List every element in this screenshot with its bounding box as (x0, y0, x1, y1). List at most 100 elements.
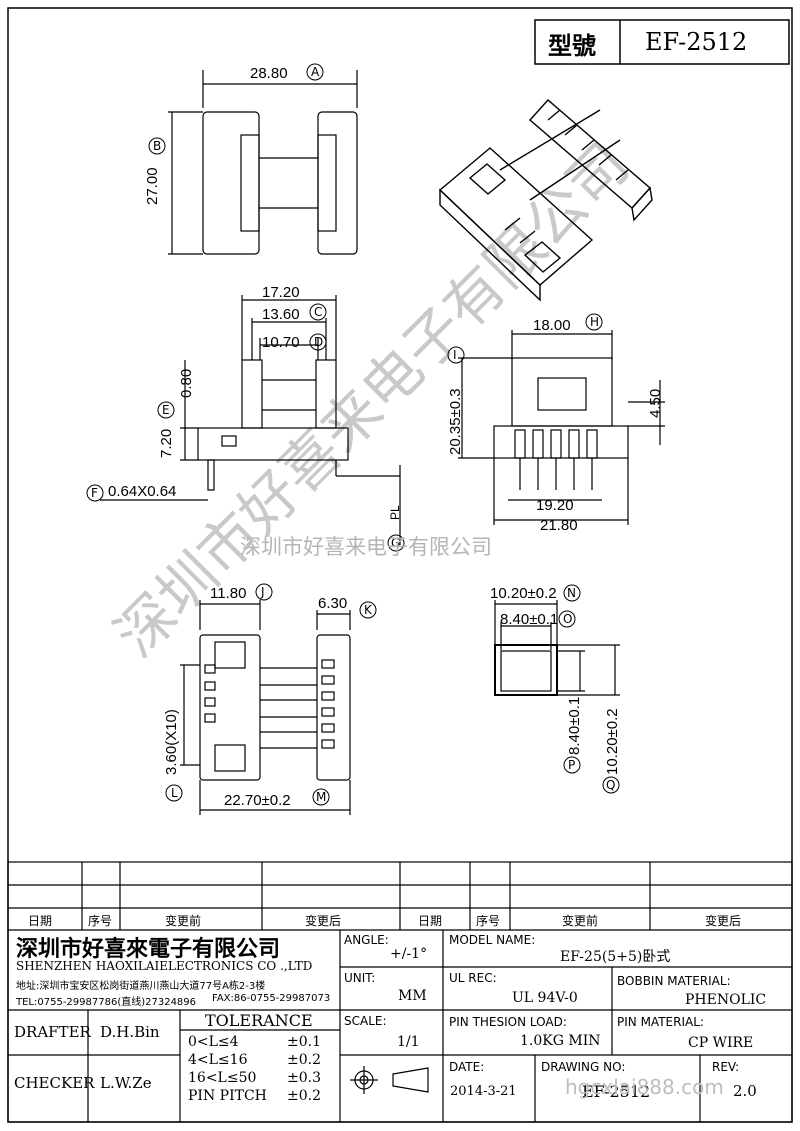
dim-bot2: 21.80 (540, 517, 578, 534)
dim-pl: PL (388, 505, 402, 520)
dim-c: 17.20 (262, 284, 300, 301)
tolerance-value-3: ±0.3 (287, 1070, 321, 1086)
circle-letter-p: P (568, 758, 576, 772)
isometric-view (438, 99, 653, 302)
unit-label: UNIT: (344, 971, 376, 985)
circle-letter-o: O (563, 612, 573, 626)
pin-material-value: CP WIRE (688, 1035, 754, 1051)
circle-letter-q: Q (606, 778, 616, 792)
dim-n: 10.20±0.2 (490, 585, 557, 602)
dim-i: 20.35±0.3 (447, 388, 464, 455)
side-view (458, 330, 665, 525)
tolerance-value-2: ±0.2 (287, 1052, 321, 1068)
dim-a: 28.80 (250, 65, 288, 82)
angle-label: ANGLE: (344, 933, 389, 947)
tolerance-range-4: PIN PITCH (188, 1088, 267, 1104)
drawing-no-label: DRAWING NO: (541, 1060, 626, 1074)
rev-header-seq-1: 序号 (88, 914, 113, 928)
top-view (168, 70, 358, 255)
dim-d: 10.70 (262, 334, 300, 351)
section-view (494, 600, 620, 696)
dim-k: 6.30 (318, 595, 348, 612)
date-value: 2014-3-21 (450, 1084, 517, 1099)
circle-letter-f: F (91, 486, 98, 500)
drafter-label: DRAFTER (14, 1023, 91, 1041)
pin-load-label: PIN THESION LOAD: (449, 1015, 567, 1029)
circle-letter-a: A (311, 65, 320, 79)
watermark-diagonal: 深圳市好喜来电子有限公司 (102, 130, 642, 670)
tolerance-range-3: 16<L≤50 (188, 1070, 257, 1086)
angle-value: +/-1° (390, 946, 428, 962)
reference-circles (86, 63, 620, 806)
drawing-no-value: EF-2512 (582, 1082, 651, 1101)
circle-letter-k: K (364, 603, 372, 617)
company-name-en: SHENZHEN HAOXILAIELECTRONICS CO .,LTD (16, 959, 313, 973)
circle-letter-n: N (567, 586, 576, 600)
watermark-center: 深圳市好喜来电子有限公司 (240, 535, 492, 559)
rev-header-before-1: 变更前 (165, 914, 202, 928)
circle-letter-d: D (314, 335, 324, 349)
tolerance-value-1: ±0.1 (287, 1034, 321, 1050)
dim-m: 22.70±0.2 (224, 792, 291, 809)
ul-rec-label: UL REC: (449, 971, 497, 985)
dim-i2: 4.50 (647, 388, 664, 418)
rev-value: 2.0 (733, 1082, 757, 1100)
company-name-cn: 深圳市好喜來電子有限公司 (16, 936, 281, 962)
rev-header-before-2: 变更前 (562, 914, 599, 928)
model-label: 型號 (548, 31, 596, 60)
model-value: EF-2512 (645, 28, 748, 56)
scale-label: SCALE: (344, 1014, 387, 1028)
dim-p: 8.40±0.1 (566, 696, 583, 755)
company-tel: TEL:0755-29987786(直线)27324896 (16, 997, 197, 1008)
model-name-value: EF-25(5+5)卧式 (560, 949, 671, 965)
header-box (534, 19, 790, 65)
rev-header-date-1: 日期 (28, 914, 53, 928)
table-grid (7, 861, 793, 1123)
dim-j: 11.80 (210, 585, 247, 602)
rev-header-after-2: 变更后 (705, 914, 742, 928)
dim-f: 0.64X0.64 (108, 483, 177, 500)
checker-label: CHECKER (14, 1074, 95, 1092)
circle-letter-b: B (153, 139, 162, 153)
company-address: 地址:深圳市宝安区松岗街道燕川燕山大道77号A栋2-3楼 (16, 981, 266, 992)
bobbin-material-label: BOBBIN MATERIAL: (617, 974, 731, 988)
tolerance-value-4: ±0.2 (287, 1088, 321, 1104)
tolerance-range-1: 0<L≤4 (188, 1034, 239, 1050)
dim-e2: 7.20 (158, 428, 175, 458)
rev-header-date-2: 日期 (418, 914, 443, 928)
circle-letter-h: H (590, 315, 600, 329)
circle-letter-e: E (162, 403, 170, 417)
tolerance-title: TOLERANCE (205, 1011, 313, 1030)
watermark-diagonal-text: 深圳市好喜来电子有限公司 (102, 130, 642, 670)
ul-rec-value: UL 94V-0 (512, 990, 578, 1006)
rev-header-after-1: 变更后 (305, 914, 342, 928)
model-name-label: MODEL NAME: (449, 933, 536, 947)
dim-e: 0.80 (178, 368, 195, 398)
scale-value: 1/1 (397, 1034, 420, 1050)
dim-h: 18.00 (533, 317, 571, 334)
dim-q: 10.20±0.2 (604, 708, 621, 775)
dim-c2: 13.60 (262, 306, 300, 323)
circle-letter-j: J (261, 585, 265, 599)
watermark-footer: hgcxlai888.com (565, 1075, 724, 1099)
dim-o: 8.40±0.1 (500, 611, 559, 628)
tolerance-range-2: 4<L≤16 (188, 1052, 248, 1068)
drafter-value: D.H.Bin (100, 1023, 160, 1041)
company-fax: FAX:86-0755-29987073 (212, 993, 331, 1004)
date-label: DATE: (449, 1060, 485, 1074)
pin-load-value: 1.0KG MIN (520, 1033, 601, 1049)
rev-header-seq-2: 序号 (476, 914, 501, 928)
circle-letter-m: M (316, 790, 327, 804)
checker-value: L.W.Ze (100, 1074, 152, 1092)
dim-b: 27.00 (144, 167, 161, 205)
circle-letter-g: G (391, 536, 401, 550)
front-view (100, 295, 401, 545)
circle-letter-c: C (314, 305, 323, 319)
unit-value: MM (398, 988, 427, 1004)
bobbin-material-value: PHENOLIC (685, 992, 767, 1008)
circle-letter-i: I (453, 348, 457, 362)
dim-l: 3.60(X10) (163, 709, 180, 775)
projection-symbol-icon (350, 1066, 429, 1094)
circle-letter-l: L (171, 786, 178, 800)
